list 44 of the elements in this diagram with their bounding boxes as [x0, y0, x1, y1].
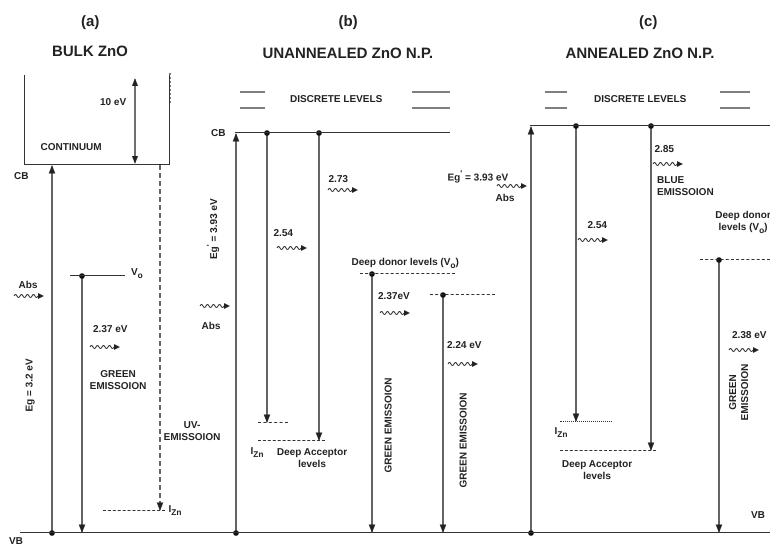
annotation-label: BLUE EMISSOION	[657, 175, 715, 199]
level-label: I$_{Zn}$	[554, 426, 568, 440]
annotation-label: GREEN EMISSOION	[458, 392, 470, 488]
annotation-label: VB	[9, 536, 23, 546]
annotation-label: Abs	[18, 280, 38, 292]
annotation-label: DISCRETE LEVELS	[594, 94, 686, 106]
level-label: I$_{Zn}$	[168, 504, 182, 518]
annotation-label: VB	[751, 510, 765, 522]
annotation-label: Eg$^{'}$ = 3.93 eV	[448, 166, 508, 184]
annotation-label: 2.54	[274, 228, 293, 240]
annotation-label: UV- EMISSOION	[162, 420, 222, 444]
energy-level-line	[258, 422, 288, 423]
annotation-label: GREEN EMISSOION	[88, 369, 148, 393]
level-label: Deep Acceptor levels	[276, 447, 348, 471]
panel-title: ANNEALED ZnO N.P.	[566, 45, 714, 63]
level-label: V$_{o}$	[131, 267, 143, 281]
panel-title: UNANNEALED ZnO N.P.	[262, 45, 434, 63]
annotation-label: Abs	[496, 193, 514, 205]
energy-level-line	[430, 294, 495, 295]
panel-title: (a)	[81, 13, 100, 31]
annotation-label: 10 eV	[100, 97, 126, 109]
annotation-label: DISCRETE LEVELS	[290, 94, 382, 106]
annotation-label: 2.85	[654, 144, 674, 156]
annotation-label: GREEN EMISSOION	[383, 378, 395, 472]
annotation-label: Eg = 3.2 eV	[24, 358, 36, 412]
level-label: I$_{Zn}$	[250, 446, 264, 460]
level-label: CB	[14, 171, 28, 183]
panel-title: (c)	[639, 13, 658, 31]
annotation-label: 2.37 eV	[93, 324, 128, 336]
annotation-label: 2.38 eV	[732, 330, 766, 342]
annotation-label: GREEN EMISSOION	[728, 362, 752, 422]
level-label: CB	[211, 128, 226, 140]
annotation-label: 2.73	[328, 174, 348, 186]
level-label: Deep Acceptor levels	[560, 459, 634, 483]
panel-title: (b)	[338, 13, 358, 31]
level-label: Deep donor levels (V$_{o}$)	[352, 257, 459, 271]
annotation-label: 2.37eV	[378, 291, 410, 303]
annotation-label: 2.24 eV	[447, 340, 482, 352]
annotation-label: 2.54	[588, 220, 607, 232]
valence-band-line	[20, 532, 770, 533]
annotation-label: Abs	[202, 321, 220, 333]
band-label: CONTINUUM	[40, 142, 102, 154]
conduction-band-line	[530, 125, 770, 126]
panel-title: BULK ZnO	[52, 43, 128, 61]
